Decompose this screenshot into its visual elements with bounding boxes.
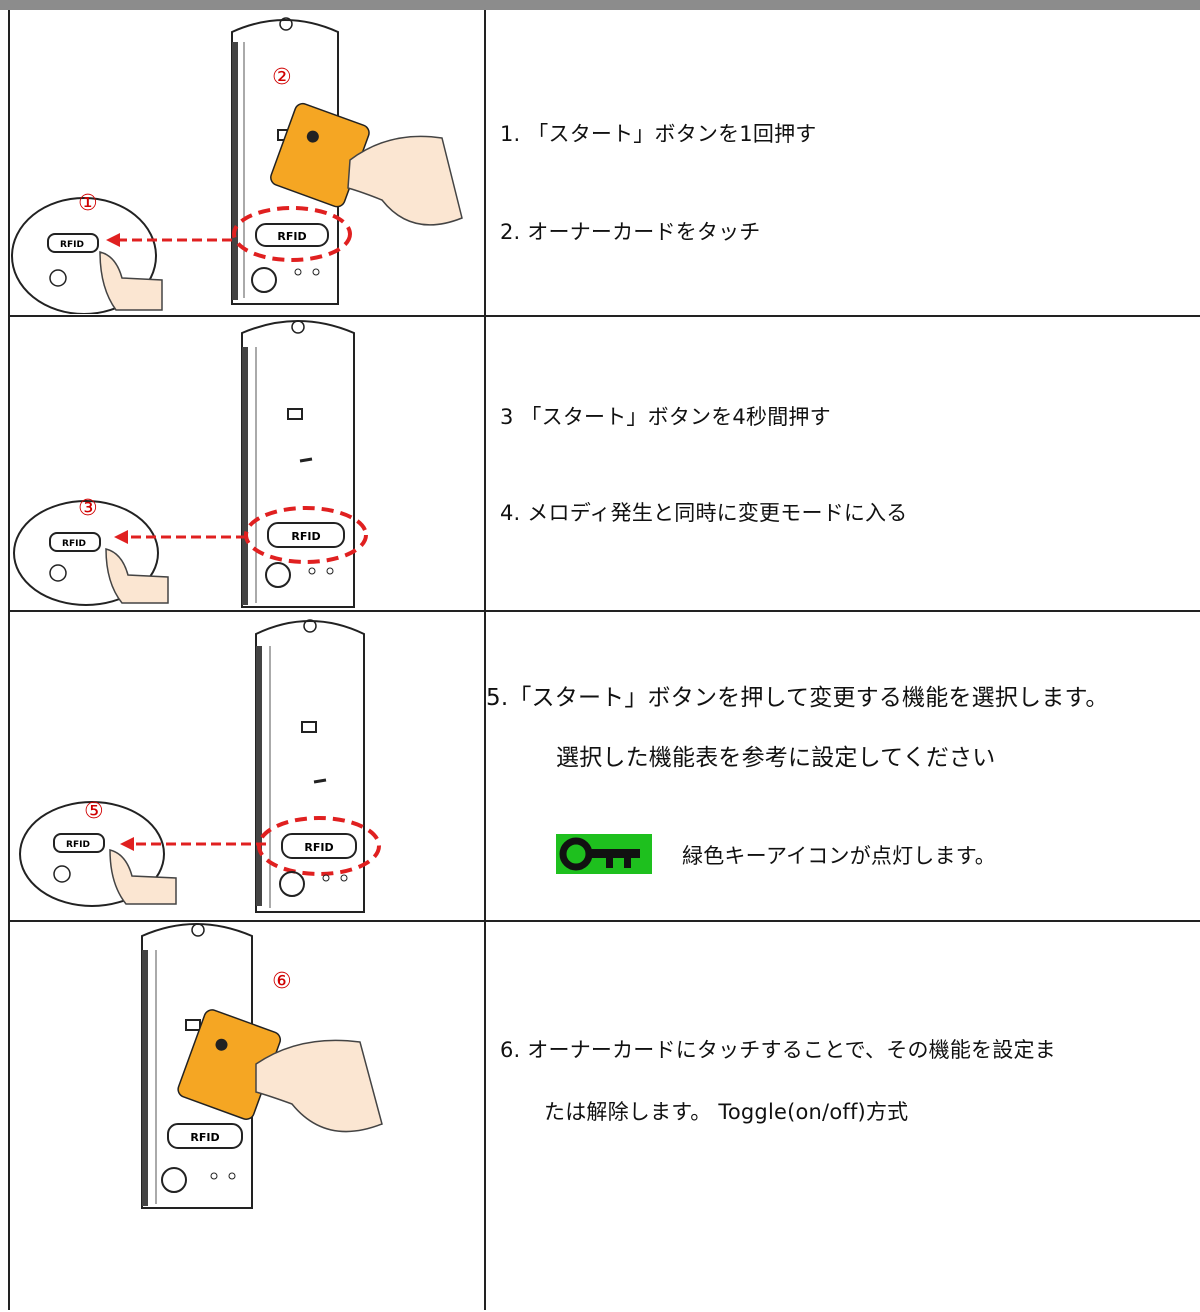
step-5-text: 5.「スタート」ボタンを押して変更する機能を選択します。 (486, 685, 1109, 711)
step-text-4: 6. オーナーカードにタッチすることで、その機能を設定ま たは解除します。 To… (486, 922, 1200, 1308)
step-illustration-1: RFID ② RFID ① (10, 12, 484, 315)
step-1-text: 1. 「スタート」ボタンを1回押す (500, 122, 817, 146)
svg-text:RFID: RFID (66, 840, 90, 850)
step-6-text: 6. オーナーカードにタッチすることで、その機能を設定ま (500, 1038, 1056, 1062)
step-5-subtext: 選択した機能表を参考に設定してください (556, 745, 996, 771)
step-4-text: 4. メロディ発生と同時に変更モードに入る (500, 501, 908, 525)
row-divider (8, 610, 1200, 612)
step-illustration-2: RFID RFID ③ (10, 317, 484, 609)
row-divider (8, 920, 1200, 922)
header-bar (0, 0, 1200, 10)
column-divider (484, 10, 486, 1310)
rfid-label: RFID (291, 530, 320, 543)
marker-6: ⑥ (272, 969, 292, 994)
green-key-icon (556, 834, 652, 874)
step-illustration-3: RFID RFID ⑤ (10, 612, 484, 918)
instruction-table (8, 10, 1200, 1310)
step-illustration-4: RFID ⑥ (10, 922, 484, 1308)
marker-1: ① (78, 191, 98, 216)
marker-3: ③ (78, 496, 98, 521)
rfid-label: RFID (304, 841, 333, 854)
key-icon-note: 緑色キーアイコンが点灯します。 (682, 844, 997, 868)
step-2-text: 2. オーナーカードをタッチ (500, 220, 761, 244)
svg-text:RFID: RFID (60, 240, 84, 250)
rfid-label: RFID (190, 1131, 219, 1144)
step-text-3: 5.「スタート」ボタンを押して変更する機能を選択します。 選択した機能表を参考に… (486, 612, 1200, 918)
step-6-subtext: たは解除します。 Toggle(on/off)方式 (544, 1100, 909, 1124)
marker-2: ② (272, 65, 292, 90)
step-text-1: 1. 「スタート」ボタンを1回押す 2. オーナーカードをタッチ (486, 12, 1200, 314)
row-divider (8, 315, 1200, 317)
rfid-label: RFID (277, 230, 306, 243)
step-3-text: 3 「スタート」ボタンを4秒間押す (500, 405, 831, 429)
svg-text:RFID: RFID (62, 539, 86, 549)
marker-5: ⑤ (84, 799, 104, 824)
step-text-2: 3 「スタート」ボタンを4秒間押す 4. メロディ発生と同時に変更モードに入る (486, 317, 1200, 609)
